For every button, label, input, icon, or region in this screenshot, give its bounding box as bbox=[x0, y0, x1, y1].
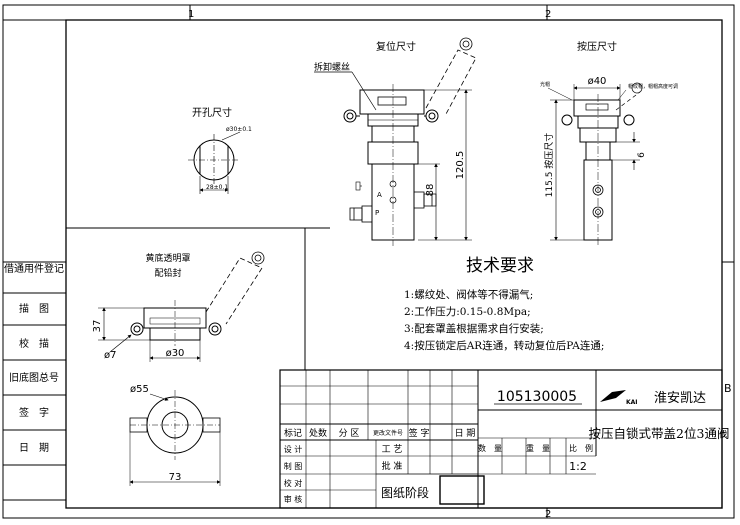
role-label: 制 图 bbox=[284, 461, 303, 471]
press-title: 按压尺寸 bbox=[577, 40, 617, 53]
strip-label: 日 期 bbox=[19, 442, 49, 454]
press-dim-total: 115.5 按压尺寸 bbox=[543, 133, 555, 198]
qty-header: 重 量 bbox=[526, 443, 550, 453]
drawing-frame bbox=[2, 4, 735, 519]
zone-label-top-1: 1 bbox=[188, 9, 194, 20]
bottom-view bbox=[129, 390, 221, 486]
requirement-item: 4:按压锁定后AR连通，转动复位后PA连通; bbox=[404, 339, 604, 352]
bottom-dim-dia: ø55 bbox=[130, 384, 149, 395]
company-name: 淮安凯达 bbox=[654, 391, 706, 406]
technical-requirements: 技术要求 1:螺纹处、阀体等不得漏气; 2:工作压力:0.15-0.8Mpa; … bbox=[404, 256, 604, 352]
logo-text: KAI bbox=[626, 399, 638, 406]
press-note-right: 帽纹帽，帽帽高度可调 bbox=[628, 83, 678, 90]
role-label: 批 准 bbox=[382, 460, 403, 472]
qty-header: 比 例 bbox=[569, 443, 593, 453]
strip-label: 旧底图总号 bbox=[9, 371, 59, 384]
role-label: 设 计 bbox=[284, 444, 303, 454]
opening-view: 开孔尺寸 ø30±0.1 28±0.1 bbox=[188, 106, 252, 194]
zone-label-top-2: 2 bbox=[545, 9, 551, 20]
opening-title: 开孔尺寸 bbox=[192, 106, 232, 119]
cover-view: 黄底透明罩 配铅封 bbox=[98, 251, 265, 362]
left-strip: 借通用件登记 描 图 校 描 旧底图总号 签 字 日 期 bbox=[4, 262, 64, 454]
port-a-label: A bbox=[377, 191, 382, 199]
zone-label-bottom-2: 2 bbox=[545, 509, 551, 520]
role-label: 工 艺 bbox=[382, 444, 403, 455]
press-note-left: 光帽 bbox=[540, 81, 550, 88]
strip-label: 签 字 bbox=[19, 406, 49, 419]
title-block bbox=[279, 369, 723, 509]
revision-headers: 标记 处数 分 区 更改文件号 签 字 日 期 设 计 制 图 校 对 审 核 … bbox=[284, 427, 476, 504]
company-logo: KAI bbox=[600, 390, 638, 406]
role-label: 审 核 bbox=[284, 494, 303, 504]
product-name: 按压自锁式带盖2位3通阀 bbox=[589, 426, 730, 441]
opening-width: 28±0.1 bbox=[206, 184, 228, 191]
qty-header: 数 量 bbox=[478, 443, 502, 453]
requirements-title: 技术要求 bbox=[466, 256, 534, 276]
opening-dia: ø30±0.1 bbox=[226, 126, 252, 133]
stage-label: 图纸阶段 bbox=[381, 485, 429, 500]
scale-value: 1:2 bbox=[569, 460, 587, 473]
cover-dim-body: ø30 bbox=[166, 348, 185, 359]
press-view: 按压尺寸 ø40 光帽 帽纹帽，帽帽高度可调 bbox=[540, 40, 678, 246]
cover-dim-hole: ø7 bbox=[104, 350, 116, 361]
cover-title-2: 配铅封 bbox=[154, 267, 181, 279]
cover-dim-height: 37 bbox=[92, 320, 103, 333]
screw-label: 拆卸螺丝 bbox=[314, 61, 350, 73]
requirement-item: 1:螺纹处、阀体等不得漏气; bbox=[404, 288, 533, 301]
rev-header: 标记 bbox=[284, 427, 302, 439]
rev-header: 更改文件号 bbox=[373, 429, 403, 437]
press-dim-small: 6 bbox=[637, 152, 647, 158]
requirement-item: 3:配套罩盖根据需求自行安装; bbox=[404, 322, 544, 335]
rev-header: 签 字 bbox=[409, 427, 430, 439]
drawing-number: 105130005 bbox=[497, 389, 577, 405]
reset-title: 复位尺寸 bbox=[376, 40, 416, 53]
zone-label-b: B bbox=[724, 382, 732, 395]
reset-view: 复位尺寸 拆卸螺丝 bbox=[314, 37, 477, 246]
strip-label: 描 图 bbox=[19, 302, 49, 315]
rev-header: 处数 bbox=[309, 427, 327, 439]
reset-dim-body: 88 bbox=[425, 184, 436, 197]
section-borders bbox=[66, 227, 330, 370]
quantity-headers: 数 量 重 量 比 例 1:2 bbox=[478, 443, 593, 473]
press-dim-dia: ø40 bbox=[588, 76, 607, 87]
rev-header: 日 期 bbox=[455, 428, 476, 439]
reset-dim-total: 120.5 bbox=[455, 151, 466, 180]
rev-header: 分 区 bbox=[339, 428, 360, 439]
port-p-label: P bbox=[375, 209, 379, 217]
cover-title-1: 黄底透明罩 bbox=[145, 252, 190, 264]
bottom-dim-width: 73 bbox=[169, 472, 182, 483]
role-label: 校 对 bbox=[284, 478, 303, 488]
strip-label: 校 描 bbox=[19, 337, 49, 350]
requirement-item: 2:工作压力:0.15-0.8Mpa; bbox=[404, 305, 531, 318]
strip-label: 借通用件登记 bbox=[4, 262, 64, 275]
